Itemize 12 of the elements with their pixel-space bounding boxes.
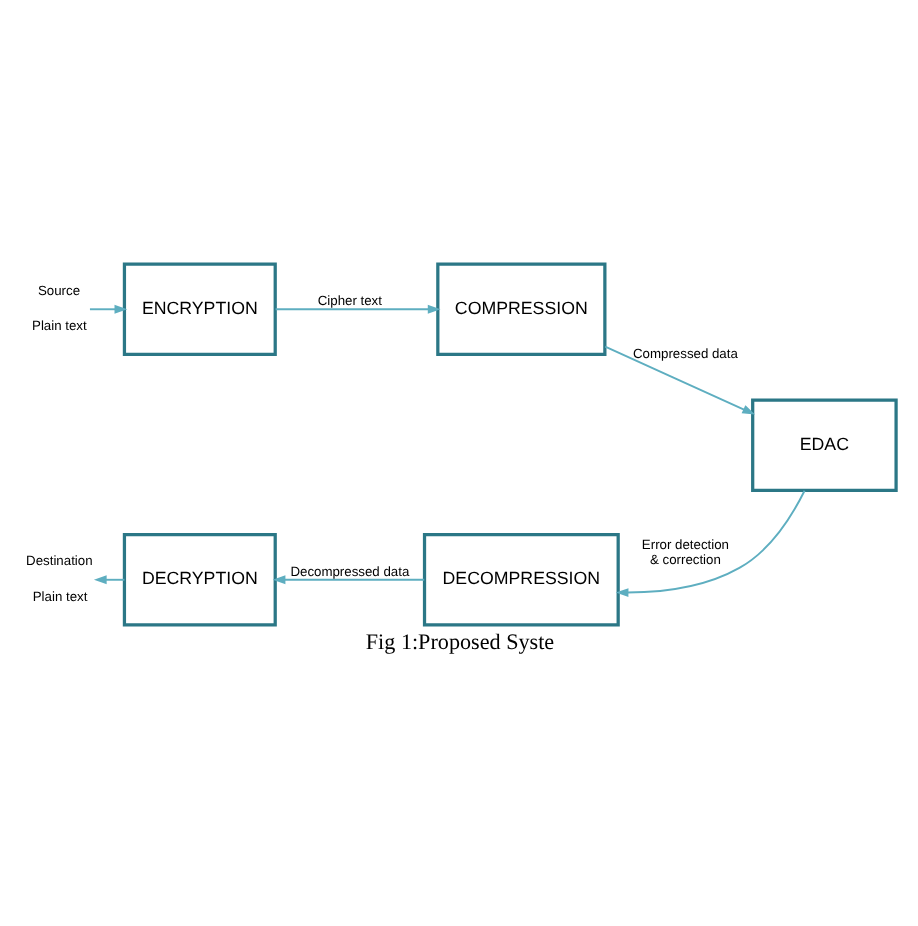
arrow: [88, 304, 127, 314]
arrow: [271, 575, 425, 585]
arrow: [92, 575, 125, 585]
arrow: [614, 489, 805, 598]
arrow: [273, 304, 440, 314]
node-box: ENCRYPTION: [121, 262, 276, 356]
caption: Fig 1:Proposed Syste: [364, 630, 554, 655]
node-box: EDAC: [750, 398, 897, 492]
node-box: DECRYPTION: [121, 533, 276, 627]
arrow: [603, 345, 755, 415]
node-box: COMPRESSION: [435, 262, 606, 356]
node-box: DECOMPRESSION: [421, 533, 619, 627]
